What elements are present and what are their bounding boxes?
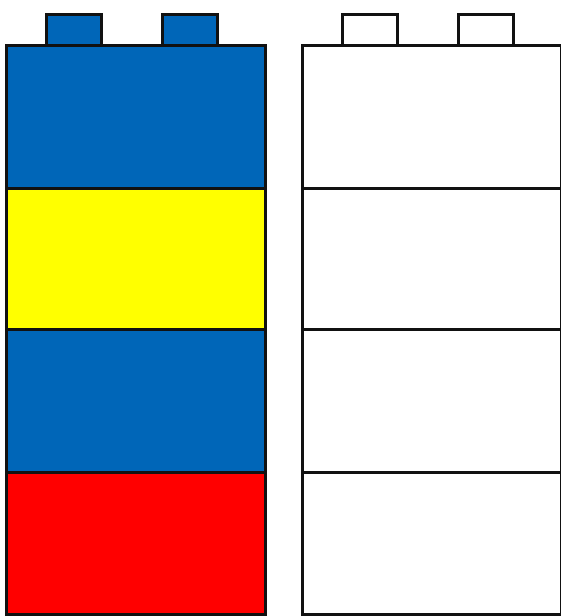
top-stud-right [457,13,515,46]
brick-blue-top [5,44,267,190]
blank-brick-4[interactable] [301,471,561,616]
blank-brick-tower [301,0,561,610]
blank-brick-2[interactable] [301,187,561,331]
colored-brick-tower [5,0,267,610]
top-stud-left [45,13,103,46]
brick-blue-bottom [5,328,267,474]
blank-brick-1[interactable] [301,44,561,190]
top-stud-right [161,13,219,46]
top-stud-left [341,13,399,46]
blank-brick-3[interactable] [301,328,561,474]
brick-yellow [5,187,267,331]
brick-red [5,471,267,616]
